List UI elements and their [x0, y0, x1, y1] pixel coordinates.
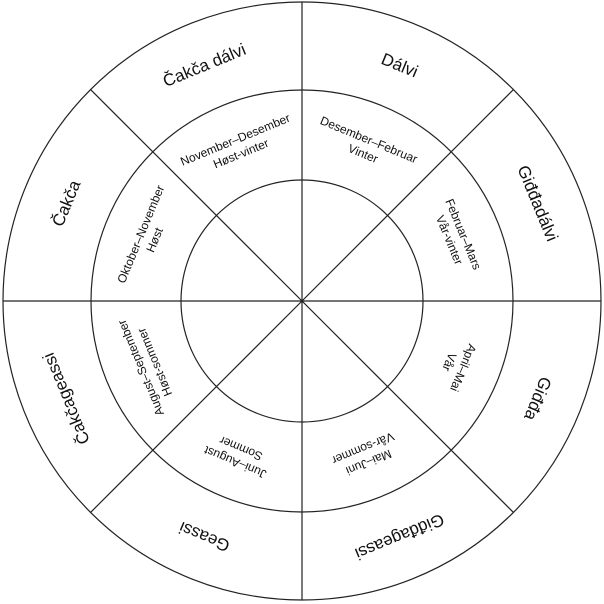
- season-period: Mai–JuniVår-sommer: [330, 429, 402, 481]
- season-period: Desember–FebruarVinter: [312, 113, 419, 180]
- spoke-line: [301, 89, 514, 302]
- season-sector-giddа: Giđđa April–MaiVår: [433, 336, 555, 424]
- season-name: Geassi: [176, 518, 232, 556]
- season-sector-cakca: Čakča Oktober–NovemberHøst: [48, 177, 181, 291]
- season-name: Čakčageassi: [39, 350, 94, 447]
- season-name: Dálvi: [378, 49, 420, 81]
- season-period: Oktober–NovemberHøst: [114, 183, 181, 291]
- season-sector-cakcageassi: Čakčageassi August–SeptemberHøst-sommer: [39, 312, 181, 448]
- season-period: August–SeptemberHøst-sommer: [115, 312, 181, 418]
- season-name: Giđđageassi: [352, 510, 447, 564]
- season-period: Juni–AugustSommer: [201, 429, 274, 481]
- season-sector-giddadalvi: Giđđadálvi Februar–MarsVår-vinter: [428, 163, 562, 278]
- season-sector-geassi: Geassi Juni–AugustSommer: [176, 429, 274, 556]
- season-period: April–MaiVår: [433, 336, 479, 393]
- season-name: Čakča dálvi: [160, 40, 248, 91]
- season-period: November–DesemberHøst-vinter: [178, 111, 298, 183]
- wheel-spokes: [3, 2, 601, 600]
- spoke-line: [90, 300, 303, 513]
- season-norwegian-term: Vår: [439, 351, 459, 374]
- spoke-line: [301, 300, 514, 513]
- season-name: Giđđadálvi: [513, 163, 561, 244]
- spoke-line: [90, 89, 303, 302]
- season-sector-giddageassi: Giđđageassi Mai–JuniVår-sommer: [330, 429, 447, 563]
- season-period: Februar–MarsVår-vinter: [428, 197, 484, 278]
- season-name: Giđđa: [520, 374, 555, 424]
- season-name: Čakča: [48, 177, 84, 229]
